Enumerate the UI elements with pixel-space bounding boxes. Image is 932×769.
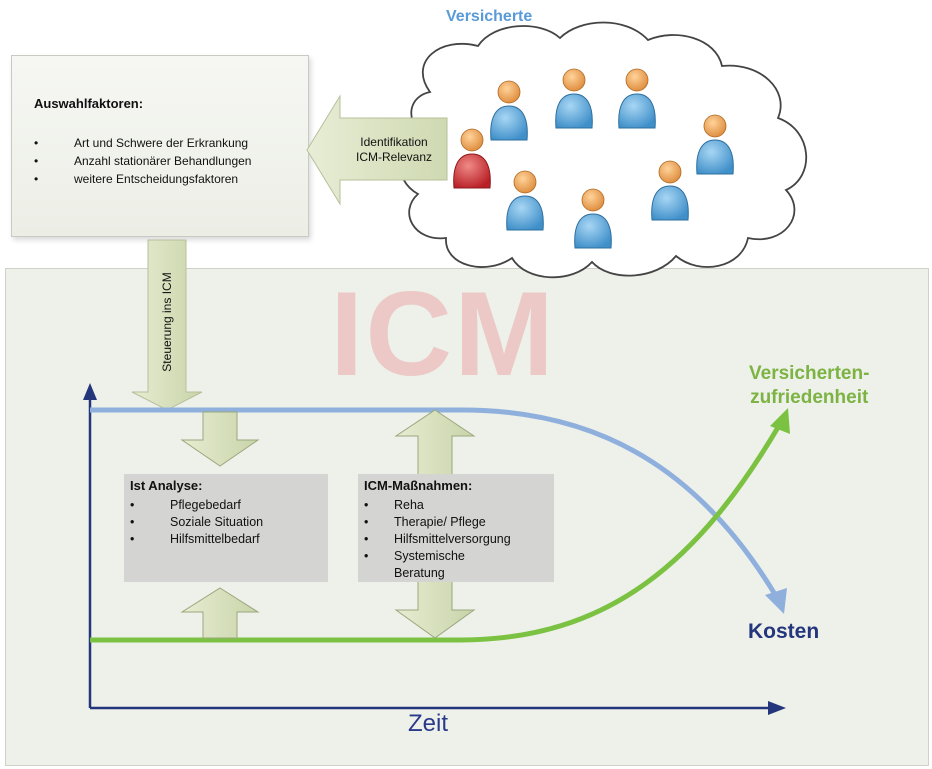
list-item: •Reha — [364, 498, 424, 512]
list-item: •Hilfsmittelbedarf — [130, 532, 260, 546]
identification-label: Identifikation ICM-Relevanz — [355, 135, 433, 164]
ist-analysis-title: Ist Analyse: — [130, 478, 203, 493]
satisfaction-label: Versicherten- zufriedenheit — [749, 363, 870, 408]
x-axis-label: Zeit — [408, 710, 449, 737]
person-icon — [618, 68, 656, 129]
satisfaction-curve — [90, 408, 790, 643]
person-icon-highlighted — [453, 128, 491, 189]
identification-arrow — [306, 94, 448, 206]
selection-factors-title: Auswahlfaktoren: — [34, 96, 144, 111]
chart-axes — [83, 383, 786, 715]
list-item: •Soziale Situation — [130, 515, 264, 529]
ist-analysis-box: Ist Analyse: •Pflegebedarf •Soziale Situ… — [124, 474, 328, 582]
ist-analysis-down-arrow — [180, 411, 260, 467]
person-icon — [651, 160, 689, 221]
person-icon — [574, 188, 612, 249]
selection-factors-box — [11, 55, 309, 237]
list-item: •Hilfsmittelversorgung — [364, 532, 511, 546]
list-item: •weitere Entscheidungsfaktoren — [34, 172, 239, 186]
list-item: •Systemische Beratung — [364, 549, 465, 580]
steuerung-arrow — [131, 239, 203, 411]
list-item: •Art und Schwere der Erkrankung — [34, 136, 249, 150]
person-icon — [490, 80, 528, 141]
measures-title: ICM-Maßnahmen: — [364, 478, 473, 493]
list-item: •Anzahl stationärer Behandlungen — [34, 154, 252, 168]
insured-people — [453, 68, 734, 249]
person-icon — [696, 114, 734, 175]
person-icon — [506, 170, 544, 231]
ist-analysis-list: •Pflegebedarf •Soziale Situation •Hilfsm… — [130, 497, 263, 548]
measures-list: •Reha •Therapie/ Pflege •Hilfsmittelvers… — [364, 497, 550, 582]
cost-curve — [90, 407, 787, 614]
costs-label: Kosten — [748, 620, 820, 643]
ist-analysis-up-arrow — [180, 587, 260, 639]
insured-cloud-label: Versicherte — [446, 8, 533, 25]
selection-factors-list: •Art und Schwere der Erkrankung •Anzahl … — [34, 134, 251, 188]
list-item: •Therapie/ Pflege — [364, 515, 486, 529]
steuerung-label: Steuerung ins ICM — [160, 272, 174, 372]
person-icon — [555, 68, 593, 129]
icm-watermark: ICM — [330, 267, 556, 401]
measures-box: ICM-Maßnahmen: •Reha •Therapie/ Pflege •… — [358, 474, 554, 582]
list-item: •Pflegebedarf — [130, 498, 241, 512]
